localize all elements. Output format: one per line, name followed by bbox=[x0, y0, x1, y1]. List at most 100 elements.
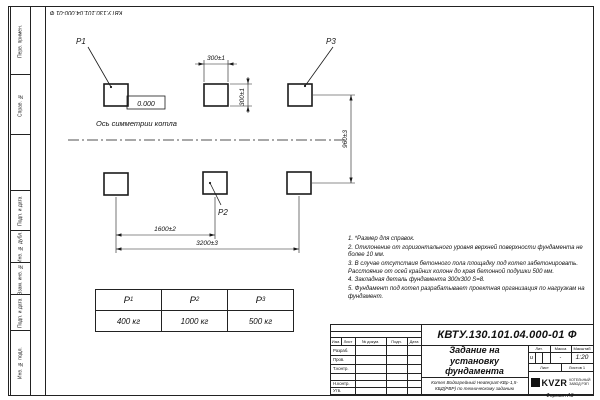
leader-lines bbox=[87, 46, 334, 206]
col-header-list: Лист bbox=[343, 338, 353, 344]
foundation-pad bbox=[203, 83, 229, 107]
sheet-label: Лист bbox=[540, 364, 549, 370]
elevation-text: 0.000 bbox=[137, 101, 155, 108]
load-value-p2: 1000 кг bbox=[162, 311, 228, 332]
dim-arrow bbox=[228, 62, 234, 66]
foundation-pad bbox=[103, 83, 129, 107]
dim-text-row-spacing: 960±3 bbox=[342, 130, 349, 148]
dim-arrow bbox=[349, 95, 353, 101]
divider bbox=[550, 345, 551, 363]
divider bbox=[331, 380, 421, 381]
scale-header: Масштаб bbox=[573, 346, 591, 351]
lit-header: Лит. bbox=[535, 346, 543, 351]
leader-dot bbox=[109, 85, 113, 89]
divider bbox=[331, 345, 421, 346]
pad-label-p1: Р1 bbox=[76, 37, 86, 46]
dim-arrow bbox=[198, 62, 204, 66]
dim-arrow bbox=[116, 233, 122, 237]
elevation-box bbox=[126, 95, 166, 110]
dim-arrow bbox=[293, 247, 299, 251]
sig-row-razrab: Разраб. bbox=[333, 347, 349, 353]
pad-label-p3: Р3 bbox=[326, 37, 336, 46]
document-designation: КВТУ.130.101.04.000-01 Ф bbox=[437, 329, 577, 341]
main-frame bbox=[45, 6, 594, 396]
sheets-label: Листов 1 bbox=[568, 364, 586, 370]
leader-dot bbox=[208, 181, 212, 185]
divider bbox=[355, 337, 356, 394]
foundation-pad bbox=[202, 171, 228, 195]
axis-symmetry-label: Ось симметрии котла bbox=[96, 119, 177, 128]
leader-dot bbox=[303, 84, 307, 88]
note-3: 3. В случае отсутствия бетонного пола пл… bbox=[348, 261, 578, 275]
sig-row-tkontr: Т.контр. bbox=[333, 366, 349, 371]
technical-notes: 1. *Размер для справок. 2. Отклонение от… bbox=[348, 236, 588, 302]
divider bbox=[571, 345, 572, 363]
divider bbox=[528, 371, 593, 372]
dim-text-pad-width: 300±1 bbox=[207, 55, 225, 62]
divider bbox=[341, 337, 342, 345]
kvzr-logo-mark-icon bbox=[530, 378, 540, 387]
divider bbox=[528, 363, 593, 364]
divider bbox=[386, 337, 387, 394]
col-header-izm: Изм. bbox=[331, 338, 341, 344]
divider bbox=[331, 337, 421, 338]
sig-row-prov: Пров. bbox=[333, 357, 345, 362]
load-value-p3: 500 кг bbox=[228, 311, 294, 332]
divider bbox=[331, 387, 421, 388]
sig-row-utv: Утв. bbox=[333, 388, 342, 393]
divider bbox=[561, 363, 562, 371]
mass-value: - bbox=[559, 354, 562, 361]
dim-arrow bbox=[246, 106, 250, 112]
dimension-lines bbox=[115, 60, 355, 253]
dim-text-pad-height: 300±1 bbox=[239, 88, 246, 106]
foundation-pad bbox=[286, 171, 312, 195]
dimension-arrows bbox=[109, 62, 353, 251]
divider bbox=[331, 364, 421, 365]
title-block: КВТУ.130.101.04.000-01 Ф Изм. Лист № док… bbox=[330, 324, 594, 395]
col-header-dokum: № докум. bbox=[361, 338, 380, 344]
col-header-podp: Подп. bbox=[391, 338, 402, 344]
foundation-pad bbox=[103, 172, 129, 196]
note-4: 4. Закладная деталь фундамента 300х300 S… bbox=[348, 277, 485, 284]
divider bbox=[331, 355, 421, 356]
dim-arrow bbox=[246, 78, 250, 84]
dim-text-total-span: 3200±3 bbox=[196, 240, 218, 247]
drawing-texts: Р1 Р3 Р2 0.000 Ось симметрии котла 300±1… bbox=[76, 37, 349, 247]
document-title: Задание на установку фундамента bbox=[445, 344, 504, 377]
divider bbox=[528, 352, 593, 353]
dim-text-col-spacing: 1600±2 bbox=[154, 226, 176, 233]
dim-arrow bbox=[349, 177, 353, 183]
pad-label-p2: Р2 bbox=[218, 208, 228, 217]
dim-arrow bbox=[209, 233, 215, 237]
format-label: Формат А3 bbox=[546, 393, 574, 399]
divider bbox=[421, 325, 422, 394]
divider bbox=[535, 352, 536, 363]
note-5: 5. Фундамент под котел разрабатывает про… bbox=[348, 286, 585, 300]
foundation-pad bbox=[287, 83, 313, 107]
divider bbox=[528, 345, 529, 394]
leader-p1 bbox=[87, 46, 112, 88]
divider bbox=[331, 331, 421, 332]
divider bbox=[542, 352, 543, 363]
divider bbox=[407, 337, 408, 394]
dim-arrow bbox=[116, 247, 122, 251]
note-2: 2. Отклонение от горизонтального уровня … bbox=[348, 244, 583, 259]
load-value-p1: 400 кг bbox=[96, 311, 162, 332]
mass-header: Масса bbox=[554, 346, 567, 351]
note-1: 1. *Размер для справок. bbox=[348, 236, 415, 242]
load-table-value-row: 400 кг 1000 кг 500 кг bbox=[96, 311, 294, 332]
divider bbox=[421, 345, 593, 346]
leader-p3 bbox=[304, 46, 334, 87]
product-name: Котел Водогрейный Heaterpart-КВр-1,5-КБД… bbox=[431, 380, 518, 391]
divider bbox=[331, 373, 421, 374]
sig-row-nkontr: Н.контр. bbox=[333, 381, 350, 386]
foundation-pads bbox=[103, 83, 313, 196]
